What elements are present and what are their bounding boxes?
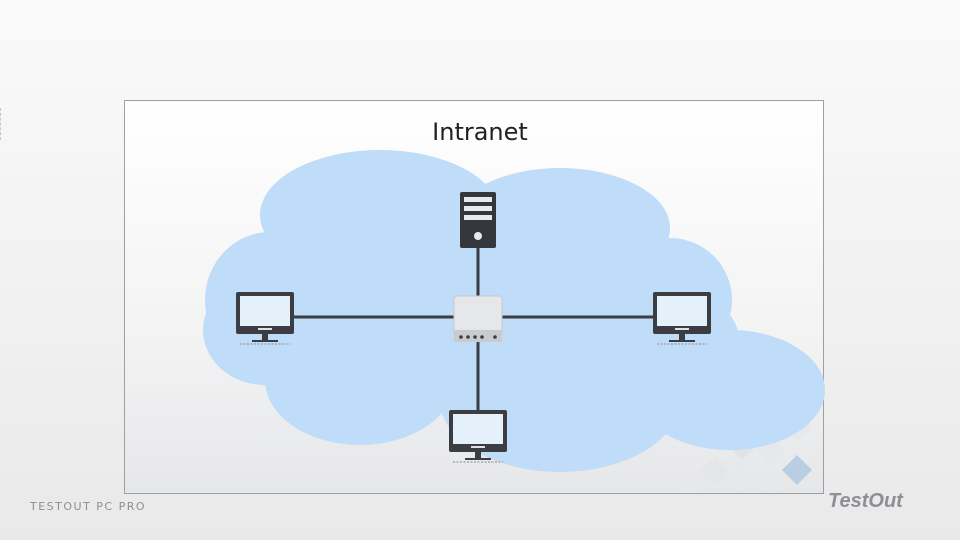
edge-marker (0, 108, 4, 140)
computer-bottom[interactable] (449, 410, 507, 463)
computer-right[interactable] (653, 292, 711, 345)
switch-icon[interactable] (453, 295, 503, 342)
network-links (294, 248, 655, 410)
product-label: TESTOUT PC PRO (30, 500, 147, 513)
intranet-cloud (203, 150, 825, 472)
diagram-title: Intranet (432, 118, 528, 146)
monitor-icon (236, 292, 294, 345)
monitor-icon (653, 292, 711, 345)
monitor-icon (449, 410, 507, 463)
server-icon[interactable] (460, 192, 496, 248)
brand-logo: TestOut (828, 490, 903, 512)
computer-left[interactable] (236, 292, 294, 345)
